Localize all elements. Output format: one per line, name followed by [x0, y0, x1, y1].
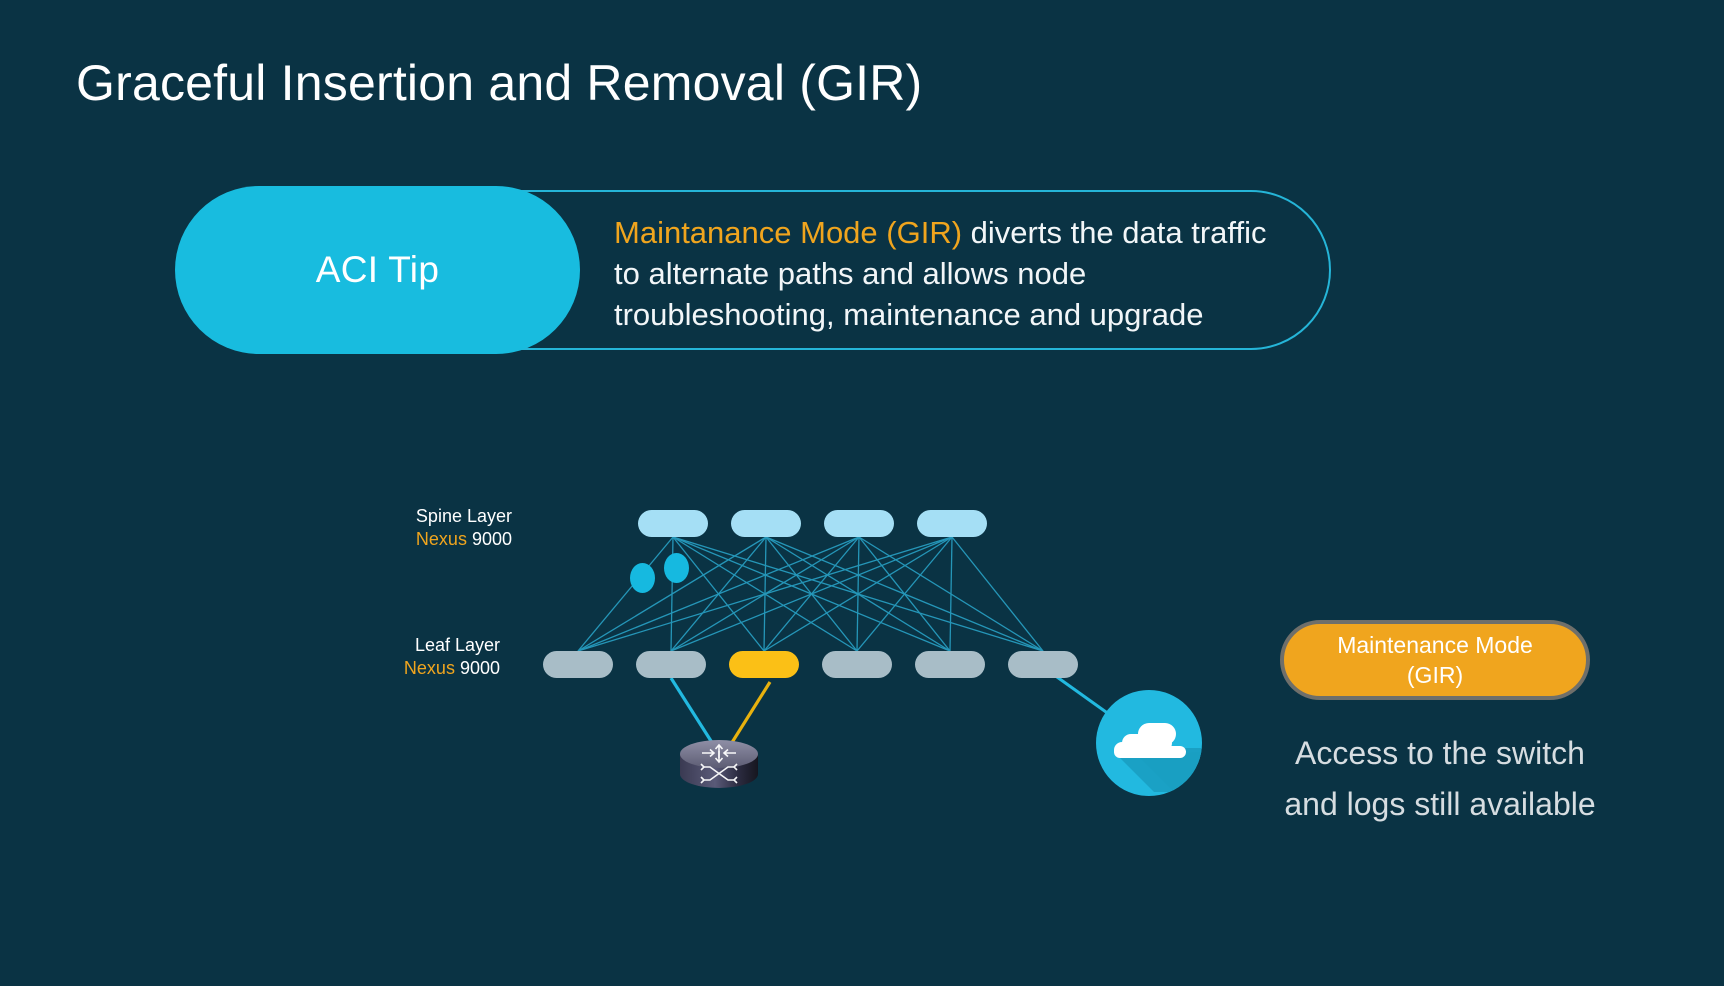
fabric-dot	[664, 553, 689, 583]
leaf-node	[543, 651, 613, 678]
leaf-layer-label-accent: Nexus	[403, 658, 455, 678]
leaf-node	[915, 651, 985, 678]
host-links	[669, 670, 1121, 753]
access-caption-line1: Access to the switch	[1295, 735, 1585, 771]
spine-layer-label-suffix: 9000	[466, 529, 512, 549]
aci-tip-body: Maintanance Mode (GIR) diverts the data …	[614, 212, 1294, 335]
leaf-layer-label: Leaf Layer Nexus 9000	[250, 634, 500, 680]
aci-tip-pill-label: ACI Tip	[315, 249, 440, 290]
access-caption-line2: and logs still available	[1284, 786, 1596, 822]
spine-layer-label: Spine Layer Nexus 9000	[300, 505, 512, 551]
aci-tip-highlight: Maintanance Mode (GIR)	[614, 215, 963, 250]
spine-node	[917, 510, 987, 537]
leaf3-to-router-link	[724, 681, 772, 753]
aci-tip-pill: ACI Tip	[175, 186, 580, 354]
access-caption: Access to the switch and logs still avai…	[1235, 728, 1645, 830]
leaf6-to-cloud-link	[1049, 670, 1121, 724]
maintenance-mode-badge-line2: (GIR)	[1406, 662, 1464, 688]
aci-tip-rest: diverts the data traffic to alternate pa…	[614, 215, 1267, 332]
spine-layer-label-accent: Nexus	[415, 529, 467, 549]
router-icon	[680, 740, 758, 788]
fabric-dot	[630, 563, 655, 593]
spine-node	[731, 510, 801, 537]
spine-layer-label-line1: Spine Layer	[415, 506, 512, 526]
page-title: Graceful Insertion and Removal (GIR)	[76, 55, 923, 111]
leaf2-to-router-link	[669, 677, 720, 753]
maintenance-mode-badge-label: Maintenance Mode (GIR)	[1337, 630, 1533, 690]
maintenance-mode-badge-line1: Maintenance Mode	[1337, 632, 1533, 658]
leaf-node	[1008, 651, 1078, 678]
leaf-node	[822, 651, 892, 678]
leaf-layer-label-suffix: 9000	[454, 658, 500, 678]
maintenance-mode-badge: Maintenance Mode (GIR)	[1280, 620, 1590, 700]
leaf-node	[636, 651, 706, 678]
spine-leaf-links	[577, 536, 1044, 652]
leaf-layer-label-line1: Leaf Layer	[414, 635, 500, 655]
spine-node	[638, 510, 708, 537]
spine-node	[824, 510, 894, 537]
cloud-icon	[1096, 690, 1202, 796]
leaf-node-maintenance	[729, 651, 799, 678]
